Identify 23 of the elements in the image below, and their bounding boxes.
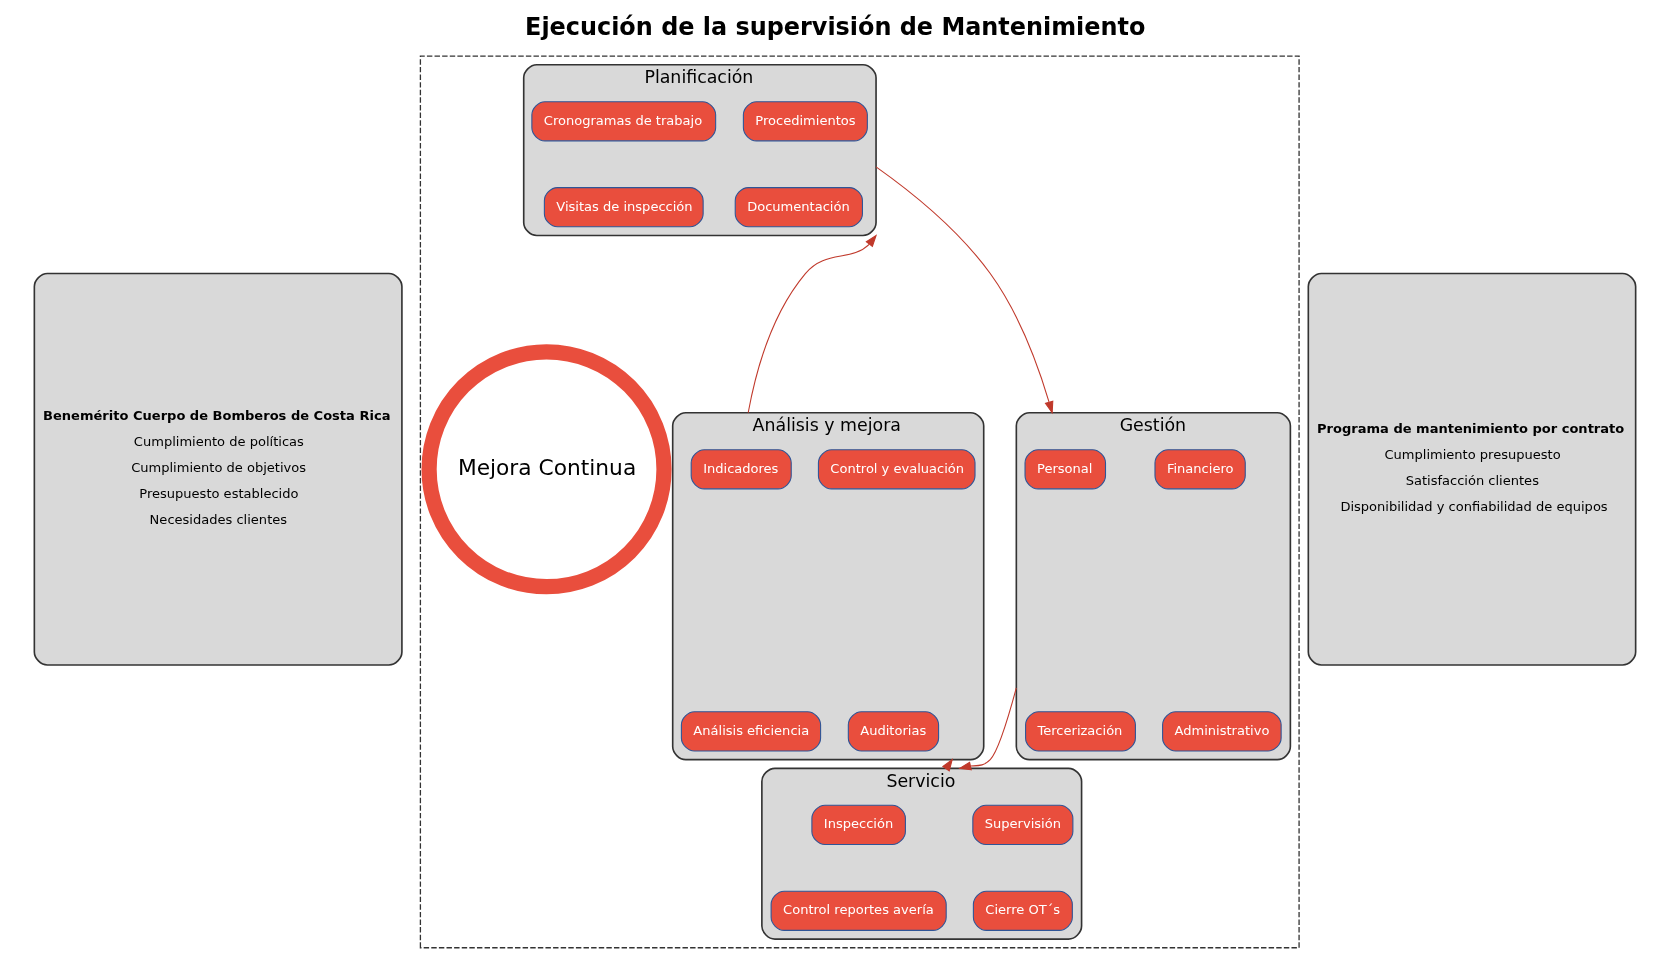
node-circle: Mejora Continua: [421, 344, 672, 595]
node-box: Inspección: [810, 804, 906, 845]
node-box: Financiero: [1153, 449, 1246, 490]
arrow: [875, 166, 1053, 415]
node-box: Administrativo: [1161, 711, 1282, 752]
diagram-title: Ejecución de la supervisión de Mantenimiento: [524, 12, 1145, 41]
node-box: Auditorias: [847, 711, 939, 752]
node-box: Visitas de inspección: [543, 187, 704, 228]
node-box: Programa de mantenimiento por contrato Cumplimiento presupuesto Satisfacción clientes Disponibilidad y confiabilidad de equipos: [1307, 272, 1636, 666]
arrow: [747, 234, 877, 414]
node-box: Tercerización: [1024, 711, 1136, 752]
node-box: Procedimientos: [742, 101, 868, 142]
node-box: Indicadores: [690, 449, 792, 490]
node-box: Supervisión: [971, 804, 1073, 845]
node-box: Control y evaluación: [817, 449, 976, 490]
node-box: Cronogramas de trabajo: [530, 101, 716, 142]
node-box: Cierre OT´s: [972, 890, 1073, 931]
node-box: Análisis eficiencia: [680, 711, 821, 752]
node-box: Benemérito Cuerpo de Bomberos de Costa Rica Cumplimiento de políticas Cumplimiento de objetivos Presupuesto establecido Necesidades clientes: [33, 272, 403, 666]
node-box: Personal: [1024, 449, 1106, 490]
node-box: Control reportes avería: [770, 890, 947, 931]
arrow: [957, 687, 1017, 771]
node-box: Documentación: [734, 187, 863, 228]
